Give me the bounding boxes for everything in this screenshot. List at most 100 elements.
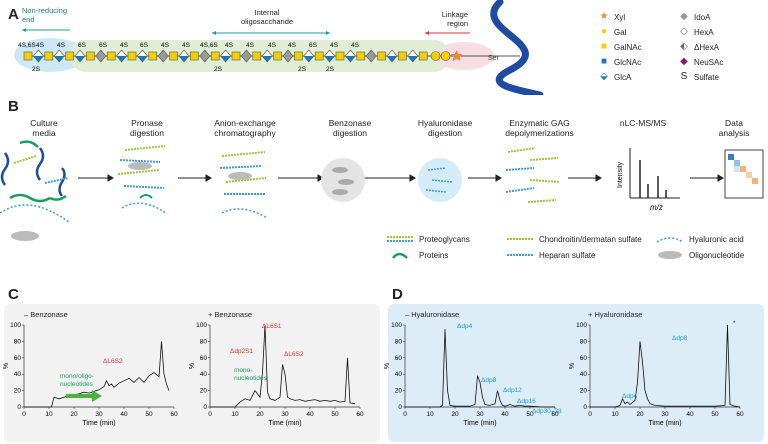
galnac-icon [231, 51, 241, 61]
xyl-star-icon [450, 50, 463, 61]
sulfation-label-top: 4S,6S [18, 42, 36, 49]
x-tick-label: 10 [231, 411, 239, 418]
benzonase-illustration [321, 158, 365, 202]
idoa-icon [157, 49, 169, 63]
x-axis-label: Time (min) [268, 420, 301, 427]
protein-icon [392, 252, 408, 259]
x-tick-label: 60 [356, 411, 364, 418]
legend-hyaluronic: Hyaluronic acid [655, 234, 744, 244]
x-tick-label: 30 [661, 411, 669, 418]
d-left-dp4: Δdp4 [457, 323, 473, 330]
glca-half-icon [387, 56, 397, 62]
legend-xyl-label: Xyl [614, 12, 626, 22]
d-right-star: * [733, 320, 736, 327]
y-tick-label: 60 [200, 355, 208, 362]
chart-d-right-title: + Hyaluronidase [588, 310, 643, 319]
sulfation-label-top: 4S [268, 42, 277, 49]
c-left-nucleotides: mono/oligo- nucleotides [60, 373, 94, 389]
galnac-icon [148, 51, 158, 61]
c-right-l6s1: ΔL6S1 [262, 323, 282, 330]
galnac-icon [44, 51, 54, 61]
stage-2-line1: Anion-exchange [214, 118, 276, 128]
stage-3-line1: Benzonase [328, 118, 372, 128]
stage-1-line1: Pronase [131, 118, 163, 128]
panel-a-legend: ★Xyl ◆IdoA ●Gal ◇HexA ■GalNAc ⬖ΔHexA ■Gl… [598, 6, 758, 90]
sulfation-label-bottom: 2S [214, 66, 223, 73]
galnac-icon [127, 51, 137, 61]
c-right-nuc-line1: mono- [234, 367, 253, 374]
x-axis-label: Time (min) [463, 420, 496, 427]
y-tick-label: 100 [391, 322, 402, 329]
legend-heparan-label: Heparan sulfate [539, 250, 596, 260]
glca-half-icon [345, 56, 356, 62]
y-tick-label: 80 [14, 338, 22, 345]
glca-half-icon [54, 56, 65, 62]
linkage-label-line2: region [447, 19, 468, 28]
nonreducing-label-line1: Non-reducing [22, 6, 68, 15]
y-tick-label: 0 [17, 404, 21, 411]
c-left-nuc-line1: mono/oligo- [60, 373, 94, 380]
idoa-icon [95, 49, 107, 63]
chondroitin-icon [507, 238, 533, 240]
x-axis-label: Time (min) [648, 420, 681, 427]
pronase-illustration [117, 145, 168, 215]
legend-dhexa-label: ΔHexA [694, 42, 719, 52]
galnac-icon [377, 51, 386, 61]
galnac-icon [294, 51, 303, 61]
stage-1-line2: digestion [129, 128, 165, 138]
chart-d-left-title: – Hyaluronidase [405, 310, 460, 319]
y-tick-label: 40 [580, 371, 588, 378]
legend-xyl: ★Xyl [598, 12, 626, 22]
diamond-purple-icon: ◆ [680, 56, 688, 67]
legend-oligonucleotide: Oligonucleotide [655, 250, 744, 260]
sulfation-label-top: 4S [351, 42, 360, 49]
hyaluronic-icon [656, 237, 684, 243]
chromatogram-trace [405, 329, 555, 408]
galnac-icon [314, 51, 324, 61]
galnac-icon [210, 51, 220, 61]
x-tick-label: 40 [686, 411, 694, 418]
sulfate-icon: S [680, 71, 688, 82]
panel-d-bg [388, 304, 764, 442]
y-tick-label: 0 [583, 404, 587, 411]
glca-half-icon [220, 56, 231, 62]
idoa-icon [365, 49, 377, 63]
sulfation-label-bottom: 2S [32, 66, 41, 73]
legend-neusac: ◆NeuSAc [678, 57, 723, 67]
hyaluronidase-illustration [418, 158, 462, 202]
y-tick-label: 20 [200, 388, 208, 395]
x-tick-label: 50 [711, 411, 719, 418]
sulfation-label-top: 4S [57, 42, 66, 49]
galnac-icon [252, 51, 262, 61]
enzymatic-illustration [505, 147, 561, 203]
stage-5-line1: Enzymatic GAG [509, 118, 570, 128]
x-tick-label: 20 [256, 411, 264, 418]
galnac-icon [86, 51, 95, 61]
x-tick-label: 50 [331, 411, 339, 418]
ms-ylabel: Intensity [617, 161, 624, 188]
heparan-icon [507, 254, 533, 256]
circle-yellow-icon: ● [600, 26, 608, 37]
internal-label-line1: Internal [254, 8, 280, 17]
x-axis-label: Time (min) [82, 420, 115, 427]
galnac-icon [65, 51, 74, 61]
chromatogram-trace [590, 324, 741, 408]
y-tick-label: 40 [14, 371, 22, 378]
chart-c-left-title: – Benzonase [24, 310, 68, 319]
square-yellow-icon: ■ [600, 41, 608, 52]
sulfation-label-top: 6S [140, 42, 149, 49]
x-tick-label: 40 [306, 411, 314, 418]
internal-label: Internal oligosaccharide [222, 8, 312, 26]
sulfation-label-top: 6S [309, 42, 318, 49]
panel-b-letter: B [8, 98, 19, 115]
y-tick-label: 80 [580, 338, 588, 345]
galnac-icon [106, 51, 116, 61]
x-tick-label: 60 [551, 411, 559, 418]
